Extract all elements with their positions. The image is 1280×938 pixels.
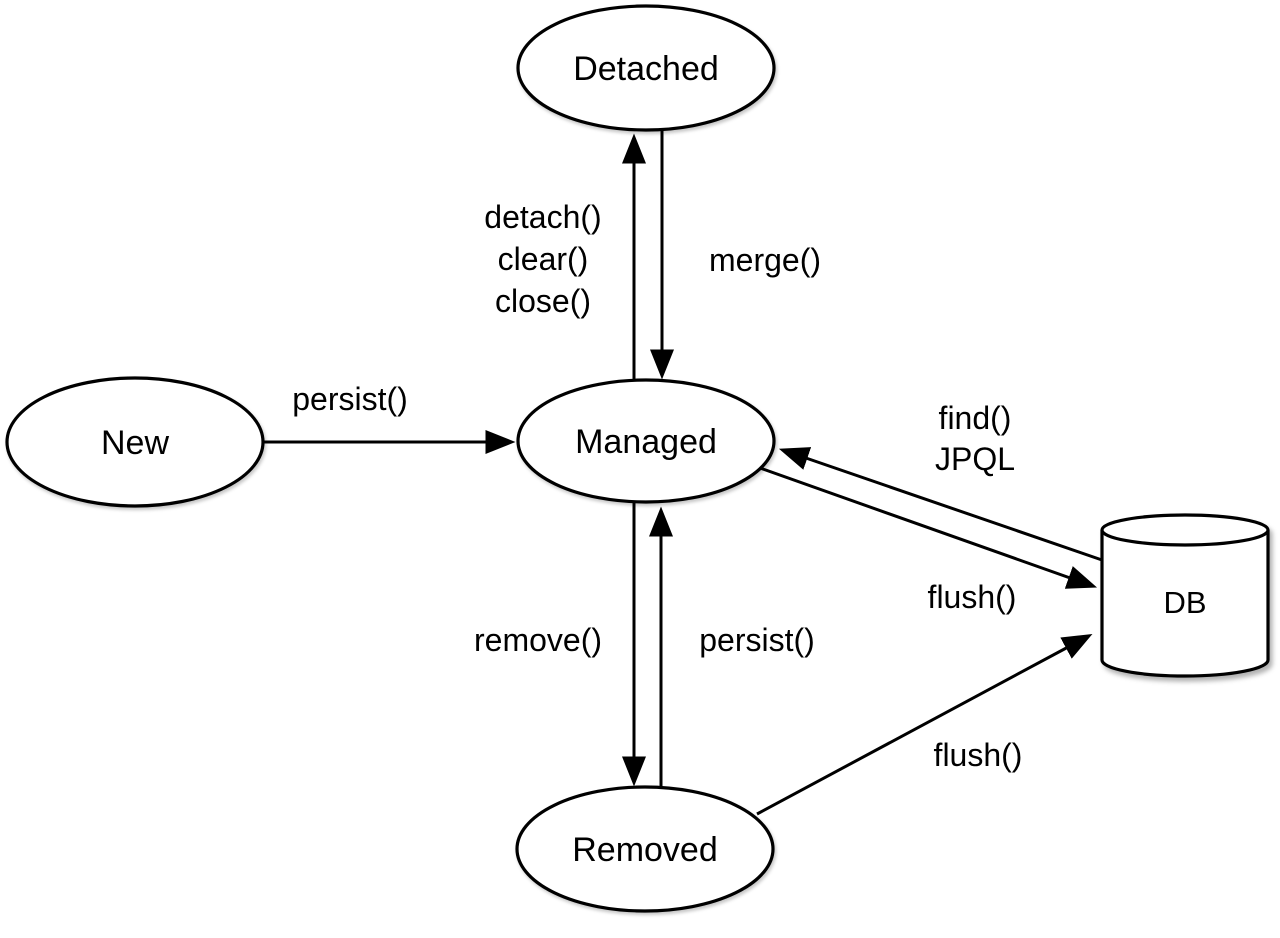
node-detached: Detached	[516, 4, 776, 132]
edge-label-close: close()	[495, 283, 591, 319]
edge-db-to-managed-arrow	[778, 447, 1103, 562]
edge-label-jpql: JPQL	[935, 441, 1015, 477]
managed-ellipse	[516, 378, 776, 504]
db-cylinder-top	[1100, 513, 1270, 547]
removed-ellipse	[515, 785, 775, 913]
node-new: New	[5, 376, 265, 508]
detached-label: Detached	[573, 50, 719, 88]
edge-removed-to-db-arrow	[756, 633, 1093, 816]
new-label: New	[101, 424, 169, 462]
edge-label-flush-removed: flush()	[934, 737, 1023, 773]
edge-label-persist-new-to-managed: persist()	[292, 381, 408, 417]
edge-label-merge: merge()	[709, 242, 821, 278]
node-managed: Managed	[516, 378, 776, 504]
db-label: DB	[1163, 585, 1206, 620]
edge-label-persist-removed-to-managed: persist()	[699, 622, 815, 658]
detached-ellipse	[516, 4, 776, 132]
edge-label-clear: clear()	[498, 241, 589, 277]
node-removed: Removed	[515, 785, 775, 913]
edge-managed-to-db-arrow	[759, 466, 1098, 589]
removed-label: Removed	[572, 831, 718, 869]
edge-label-find: find()	[939, 400, 1012, 436]
edge-label-flush-managed: flush()	[928, 579, 1017, 615]
new-ellipse	[5, 376, 265, 508]
managed-label: Managed	[575, 423, 717, 461]
edge-label-remove: remove()	[474, 622, 602, 658]
node-db: DB	[1100, 513, 1270, 678]
edge-label-detach: detach()	[484, 199, 601, 235]
db-cylinder-body	[1100, 530, 1270, 678]
